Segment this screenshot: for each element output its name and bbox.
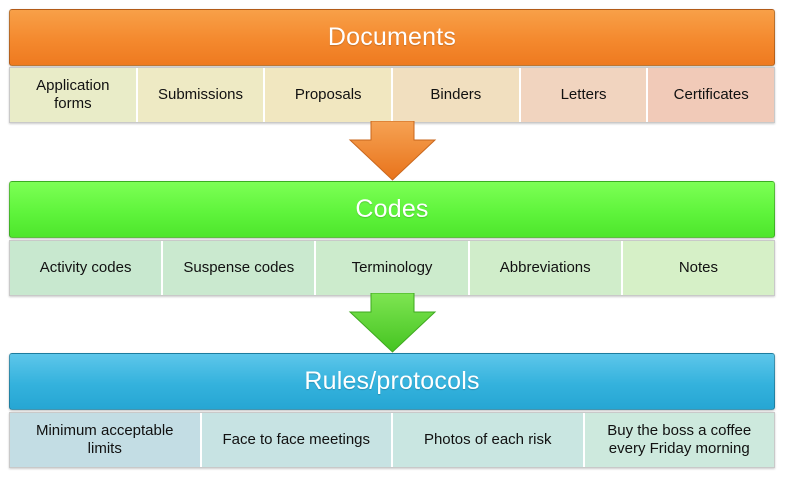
codes-title: Codes — [355, 195, 429, 223]
rules-protocols-title: Rules/protocols — [304, 367, 480, 395]
rules-item-minimum-acceptable-limits: Minimum acceptable limits — [10, 413, 202, 467]
documents-items-row: Application forms Submissions Proposals … — [9, 67, 775, 123]
codes-item-terminology: Terminology — [316, 241, 470, 295]
documents-item-submissions: Submissions — [137, 68, 266, 122]
rules-protocols-items-row: Minimum acceptable limits Face to face m… — [9, 412, 775, 468]
rules-item-photos-of-each-risk: Photos of each risk — [393, 413, 585, 467]
codes-header: Codes — [9, 181, 775, 238]
rules-item-buy-the-boss-a-coffee: Buy the boss a coffee every Friday morni… — [584, 413, 774, 467]
documents-item-proposals: Proposals — [265, 68, 394, 122]
documents-item-certificates: Certificates — [648, 68, 775, 122]
codes-item-activity-codes: Activity codes — [10, 241, 164, 295]
down-arrow-icon — [348, 121, 437, 181]
documents-item-binders: Binders — [393, 68, 521, 122]
rules-item-face-to-face-meetings: Face to face meetings — [201, 413, 393, 467]
documents-header: Documents — [9, 9, 775, 66]
codes-items-row: Activity codes Suspense codes Terminolog… — [9, 240, 775, 296]
documents-item-application-forms: Application forms — [10, 68, 138, 122]
documents-title: Documents — [327, 23, 457, 51]
rules-protocols-header: Rules/protocols — [9, 353, 775, 410]
down-arrow-icon — [348, 293, 437, 353]
codes-item-abbreviations: Abbreviations — [469, 241, 623, 295]
documents-item-letters: Letters — [520, 68, 649, 122]
codes-item-notes: Notes — [622, 241, 775, 295]
codes-item-suspense-codes: Suspense codes — [163, 241, 317, 295]
